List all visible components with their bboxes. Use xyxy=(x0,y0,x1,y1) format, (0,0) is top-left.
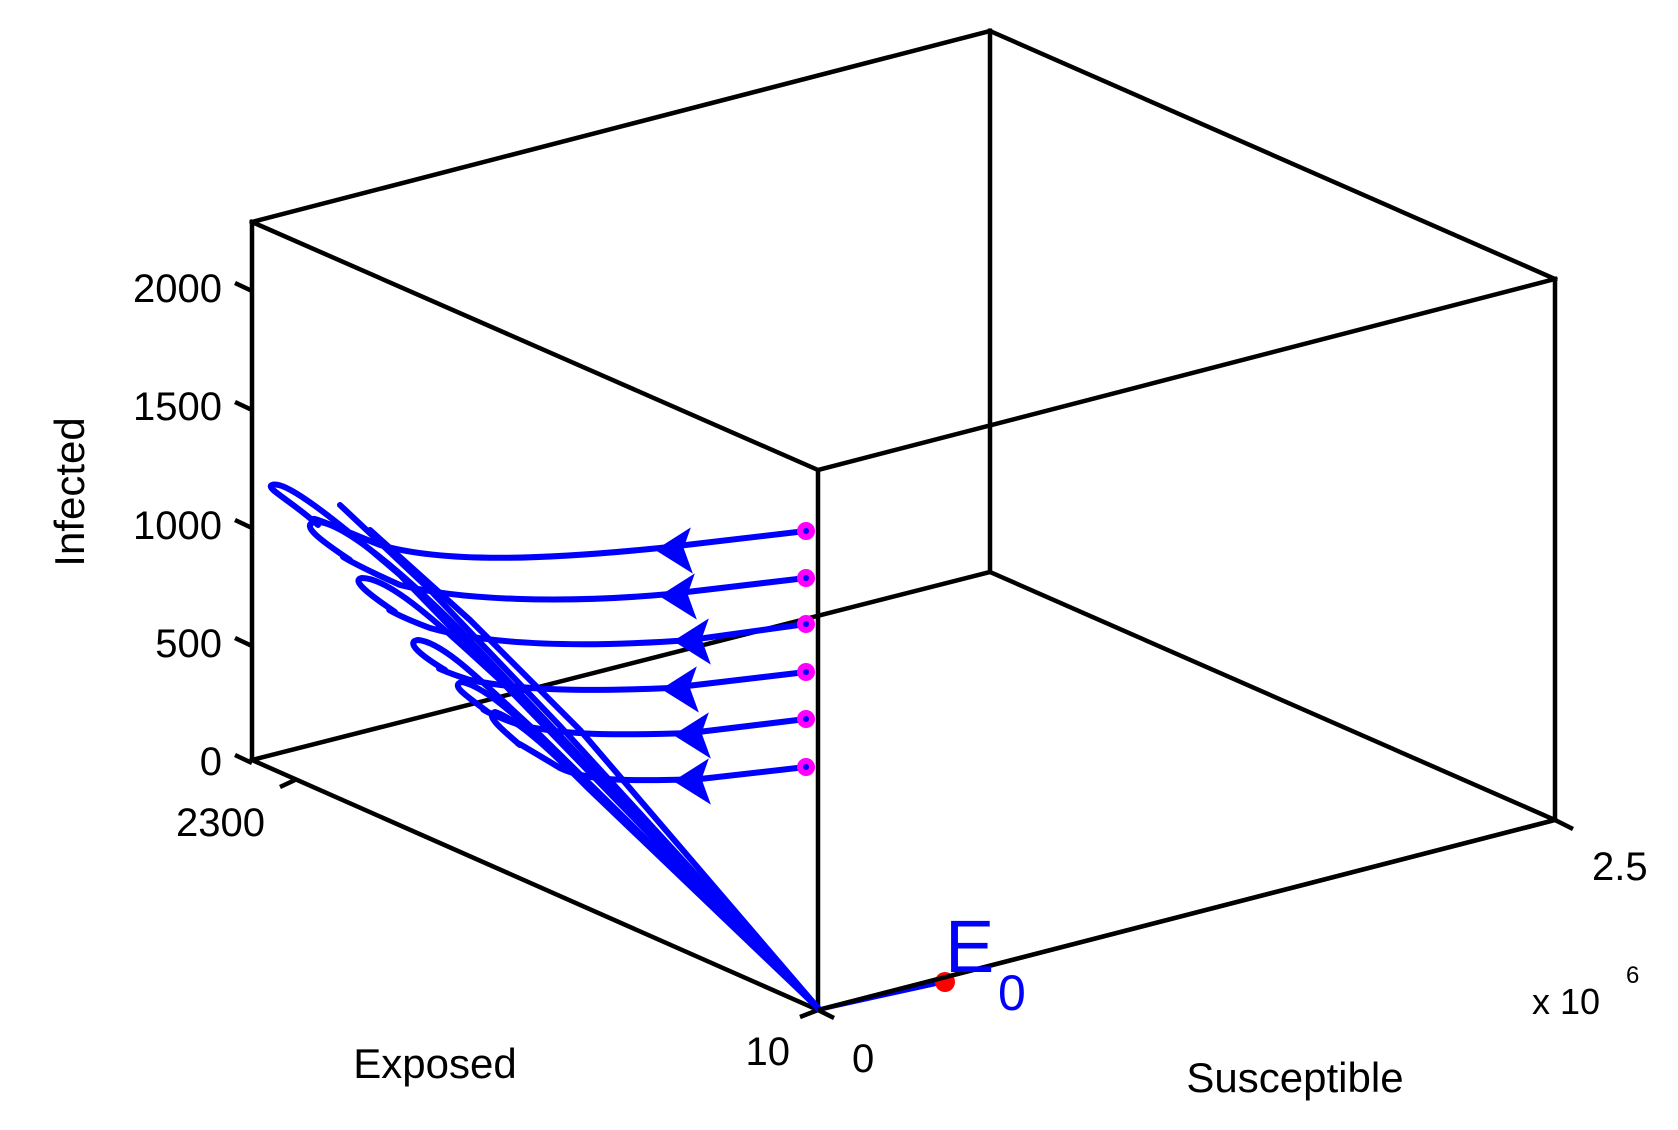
equilibrium-label: E xyxy=(945,905,994,988)
axes-box xyxy=(249,28,1558,1013)
y-tick-10: 10 xyxy=(746,1030,791,1074)
x-tick-0: 0 xyxy=(852,1037,874,1081)
trajectories xyxy=(267,481,947,1012)
z-tick-1000: 1000 xyxy=(133,504,222,548)
initial-condition-markers xyxy=(797,522,815,776)
direction-arrows xyxy=(655,527,711,805)
y-tick-2300: 2300 xyxy=(176,801,265,845)
arrow-icon xyxy=(655,527,693,574)
z-axis-ticks xyxy=(234,280,1575,1021)
trajectory-5 xyxy=(454,679,821,1011)
trajectory-2 xyxy=(306,518,821,1011)
x-axis-exponent: x 10 xyxy=(1532,981,1600,1022)
z-tick-500: 500 xyxy=(155,622,222,666)
arrow-icon xyxy=(673,618,711,665)
arrow-icon xyxy=(661,666,699,713)
x-tick-2.5: 2.5 xyxy=(1592,845,1648,889)
x-axis-exponent-power: 6 xyxy=(1626,962,1639,989)
trajectory-4 xyxy=(410,637,821,1011)
z-tick-0: 0 xyxy=(200,740,222,784)
trajectory-6 xyxy=(488,709,821,1011)
z-axis-label: Infected xyxy=(46,417,93,566)
arrow-icon xyxy=(673,758,711,805)
y-axis-label: Exposed xyxy=(353,1040,516,1087)
z-tick-1500: 1500 xyxy=(133,385,222,429)
trajectory-3 xyxy=(355,575,821,1011)
arrow-icon xyxy=(659,573,697,620)
x-axis-label: Susceptible xyxy=(1186,1054,1403,1101)
equilibrium-subscript: 0 xyxy=(998,965,1026,1021)
z-tick-2000: 2000 xyxy=(133,267,222,311)
arrow-icon xyxy=(673,712,711,759)
